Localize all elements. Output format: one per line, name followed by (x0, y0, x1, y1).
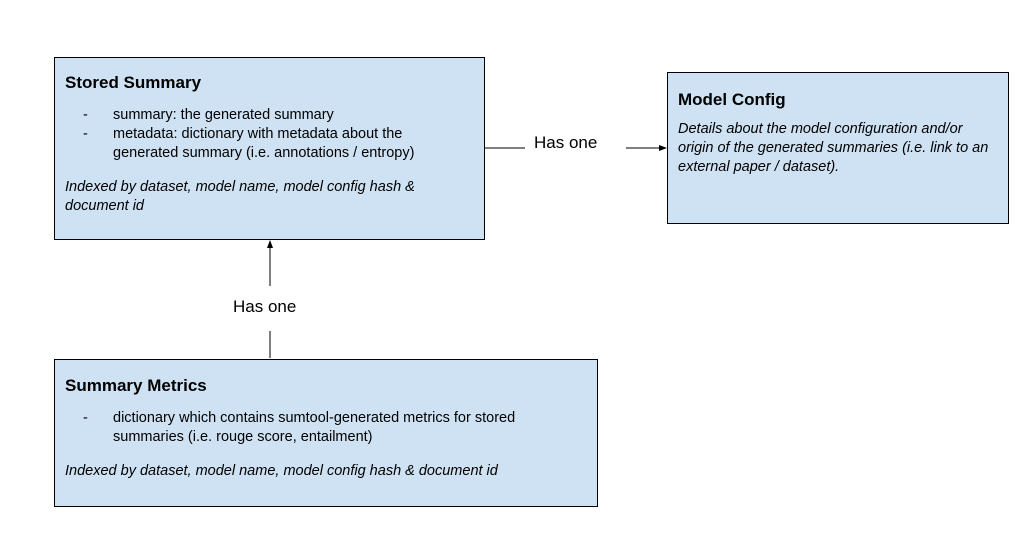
bullet-text: summary: the generated summary (113, 107, 334, 123)
stored-summary-title: Stored Summary (65, 73, 202, 92)
model-config-title: Model Config (678, 90, 786, 109)
summary-metrics-bullets: - dictionary which contains sumtool-gene… (65, 409, 583, 447)
relation-label-metrics-to-summary: Has one (233, 297, 297, 316)
bullet-dash: - (83, 126, 88, 142)
bullet-text: dictionary which contains sumtool-genera… (113, 410, 516, 445)
list-item: - summary: the generated summary (65, 106, 470, 125)
stored-summary-bullets: - summary: the generated summary - metad… (65, 106, 470, 163)
list-item: - metadata: dictionary with metadata abo… (65, 125, 470, 163)
list-item: - dictionary which contains sumtool-gene… (65, 409, 583, 447)
summary-metrics-index-note: Indexed by dataset, model name, model co… (65, 463, 498, 479)
summary-metrics-box: Summary Metrics - dictionary which conta… (54, 359, 598, 507)
model-config-box: Model Config Details about the model con… (667, 72, 1009, 224)
stored-summary-box: Stored Summary - summary: the generated … (54, 57, 485, 240)
summary-metrics-title: Summary Metrics (65, 376, 207, 395)
stored-summary-index-note: Indexed by dataset, model name, model co… (65, 179, 415, 214)
bullet-dash: - (83, 410, 88, 426)
relation-label-summary-to-config: Has one (534, 133, 598, 152)
bullet-dash: - (83, 107, 88, 123)
model-config-description: Details about the model configuration an… (678, 121, 989, 175)
bullet-text: metadata: dictionary with metadata about… (113, 126, 415, 161)
